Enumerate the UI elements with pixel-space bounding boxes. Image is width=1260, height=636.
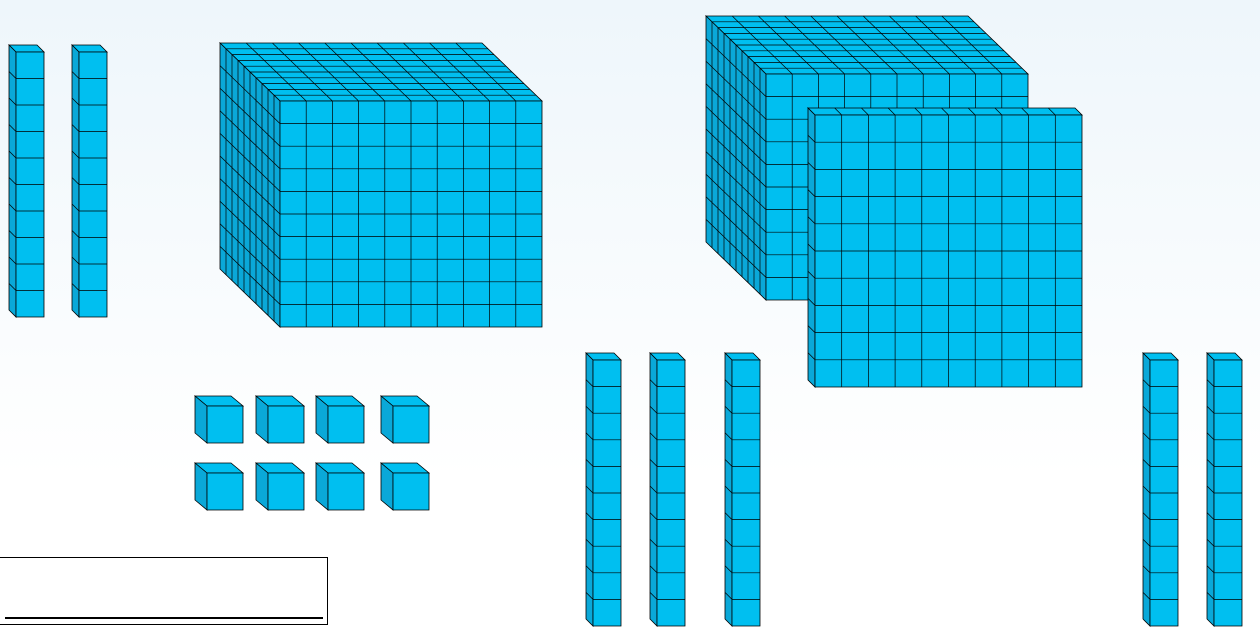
unit-cube — [316, 463, 364, 510]
unit-cube — [256, 396, 304, 443]
answer-line — [5, 617, 323, 619]
thousand-cube-front-layer — [808, 108, 1082, 387]
unit-cube — [195, 463, 243, 510]
ten-rod — [650, 353, 685, 626]
ten-rod — [586, 353, 621, 626]
unit-cube — [381, 463, 429, 510]
unit-cube — [316, 396, 364, 443]
unit-cube — [195, 396, 243, 443]
ten-rod — [9, 45, 44, 317]
ten-rod — [1143, 353, 1178, 626]
thousand-cube — [220, 43, 542, 327]
ten-rod — [72, 45, 107, 317]
unit-cube — [381, 396, 429, 443]
answer-box[interactable] — [0, 557, 328, 625]
ten-rod — [725, 353, 760, 626]
unit-cube — [256, 463, 304, 510]
ten-rod — [1207, 353, 1242, 626]
